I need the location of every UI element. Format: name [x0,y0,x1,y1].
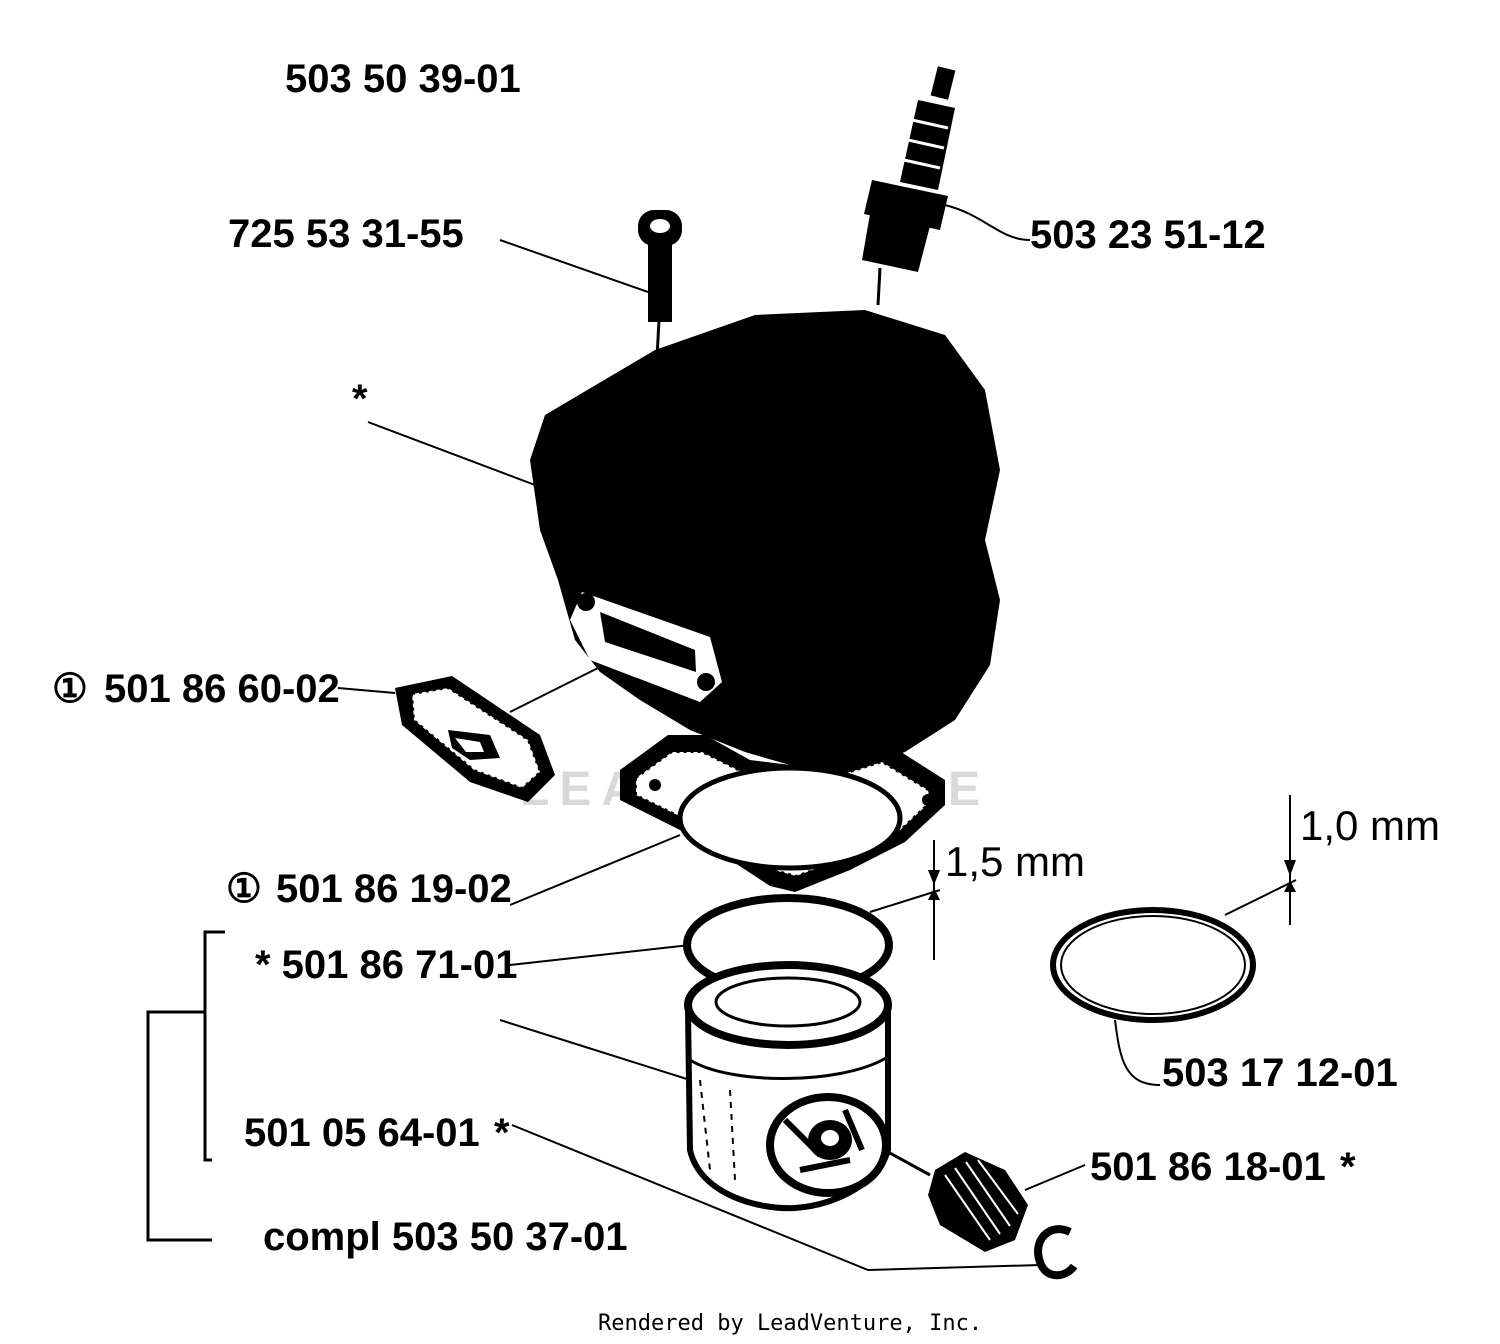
cylinder-gasket-part-number: 501 86 19-02 [276,867,512,911]
cylinder-icon [530,310,1000,768]
piston-ring-right-part-number: 503 17 12-01 [1162,1051,1398,1095]
dimension-1-0-label: 1,0 mm [1300,802,1440,849]
bracket-kit [146,930,225,1242]
bearing-star: * [1340,1145,1356,1189]
piston-ring-right-icon [1050,907,1256,1023]
cylinder-gasket-icon [620,735,945,892]
needle-bearing-icon [887,1150,1028,1252]
spark-plug-part-number: 503 23 51-12 [1030,213,1266,257]
circled-one-cylinder: ① [226,867,262,911]
cylinder-star: * [352,377,368,421]
spark-plug-icon [862,66,956,306]
circlip-icon [1034,1225,1078,1280]
complete-kit-part-number: compl 503 50 37-01 [263,1215,628,1259]
dimension-1-0-marker [1224,795,1297,925]
piston-part-number: 501 05 64-01 [244,1111,480,1155]
circled-one-exhaust: ① [52,667,88,711]
piston-icon [684,961,892,1212]
piston-star: * [494,1111,510,1155]
exhaust-gasket-icon [395,676,555,802]
assembly-part-number: 503 50 39-01 [285,57,521,101]
bolt-icon [638,210,682,359]
dimension-1-5-marker [869,840,941,960]
dimension-1-5-label: 1,5 mm [945,838,1085,885]
exhaust-gasket-part-number: 501 86 60-02 [104,667,340,711]
bearing-part-number: 501 86 18-01 [1090,1145,1326,1189]
bolt-part-number: 725 53 31-55 [228,212,464,256]
footer-credit: Rendered by LeadVenture, Inc. [598,1311,982,1336]
piston-ring-upper-part-number: * 501 86 71-01 [255,943,517,987]
